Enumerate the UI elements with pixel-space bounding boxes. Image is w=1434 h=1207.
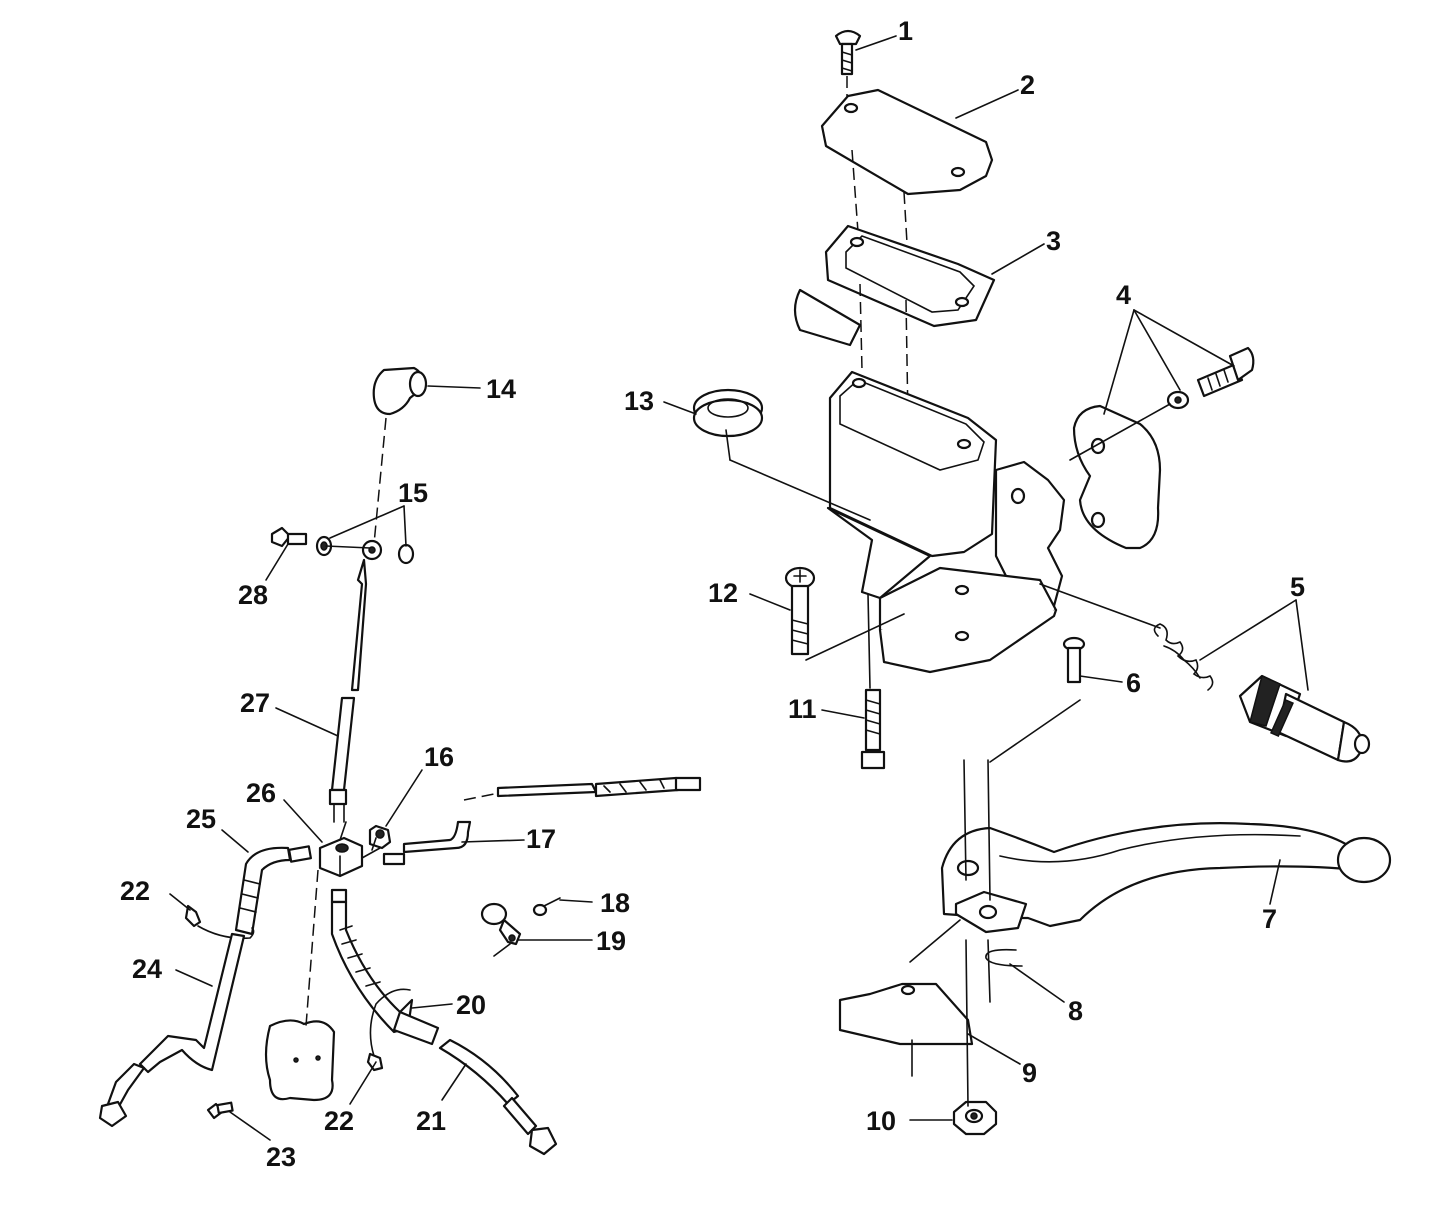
- callout-1: 1: [898, 16, 913, 46]
- part-27-brake-line: [328, 558, 368, 823]
- callout-15: 15: [398, 478, 428, 508]
- part-15-washers: [315, 535, 415, 565]
- callout-21: 21: [416, 1106, 446, 1136]
- part-6-pivot-pin: [1062, 636, 1086, 684]
- callout-24: 24: [132, 954, 162, 984]
- part-10-nut: [952, 1100, 998, 1136]
- lever-bushing: [954, 890, 1028, 934]
- callout-12: 12: [708, 578, 738, 608]
- callout-9: 9: [1022, 1058, 1037, 1088]
- part-12-bolt: [784, 566, 816, 656]
- part-16-switch: [368, 824, 392, 851]
- callout-25: 25: [186, 804, 216, 834]
- left-assembly-lines: [325, 545, 381, 859]
- callout-18: 18: [600, 888, 630, 918]
- callout-2: 2: [1020, 70, 1035, 100]
- part-21-brake-line: [438, 1038, 558, 1156]
- callout-27: 27: [240, 688, 270, 718]
- part-2-reservoir-cover: [820, 88, 994, 261]
- callout-28: 28: [238, 580, 268, 610]
- part-26-junction-block: [318, 836, 364, 878]
- part-9-adjuster: [838, 982, 974, 1046]
- callout-13: 13: [624, 386, 654, 416]
- callout-22b: 22: [324, 1106, 354, 1136]
- callout-3: 3: [1046, 226, 1061, 256]
- part-23-screw: [206, 1101, 234, 1120]
- callout-22a: 22: [120, 876, 150, 906]
- mounting-plate: [264, 869, 336, 1102]
- callout-11: 11: [788, 694, 817, 724]
- part-28-banjo-bolt: [270, 526, 308, 548]
- part-1-cover-screw: [834, 29, 862, 100]
- callout-6: 6: [1126, 668, 1141, 698]
- part-13-seal-ring: [692, 388, 764, 438]
- part-7-brake-lever: [940, 822, 1392, 928]
- callout-leaders: [169, 35, 1309, 1141]
- callout-14: 14: [486, 374, 516, 404]
- part-5-piston-assembly: [1153, 623, 1371, 763]
- callout-16: 16: [424, 742, 454, 772]
- part-18-screw: [532, 897, 561, 917]
- callout-19: 19: [596, 926, 626, 956]
- callout-10: 10: [866, 1106, 896, 1136]
- part-22-clamp-left: [184, 904, 255, 940]
- part-24-brake-line: [98, 932, 246, 1128]
- part-11-screw: [860, 688, 886, 770]
- callout-5: 5: [1290, 572, 1305, 602]
- part-20-brake-hose: [330, 888, 440, 1046]
- callout-7: 7: [1262, 904, 1277, 934]
- part-17-brake-line: [382, 776, 702, 866]
- part-8-spring: [985, 948, 1023, 967]
- callout-8: 8: [1068, 996, 1083, 1026]
- callout-20: 20: [456, 990, 486, 1020]
- part-25-brake-hose: [234, 845, 312, 936]
- callout-23: 23: [266, 1142, 296, 1172]
- callout-17: 17: [526, 824, 556, 854]
- callout-labels: 1 2 3 4 5 6 7 8 9 10 11 12 13 14 15 16 1…: [120, 16, 1305, 1172]
- right-assembly-lines: [725, 403, 1171, 1107]
- part-19-clamp: [480, 902, 522, 946]
- part-22-clamp-right: [366, 988, 411, 1072]
- callout-26: 26: [246, 778, 276, 808]
- part-14-elbow: [372, 366, 428, 545]
- master-cylinder-body: [793, 288, 1066, 674]
- callout-4: 4: [1116, 280, 1131, 310]
- part-4-clamp-assembly: [1072, 346, 1255, 550]
